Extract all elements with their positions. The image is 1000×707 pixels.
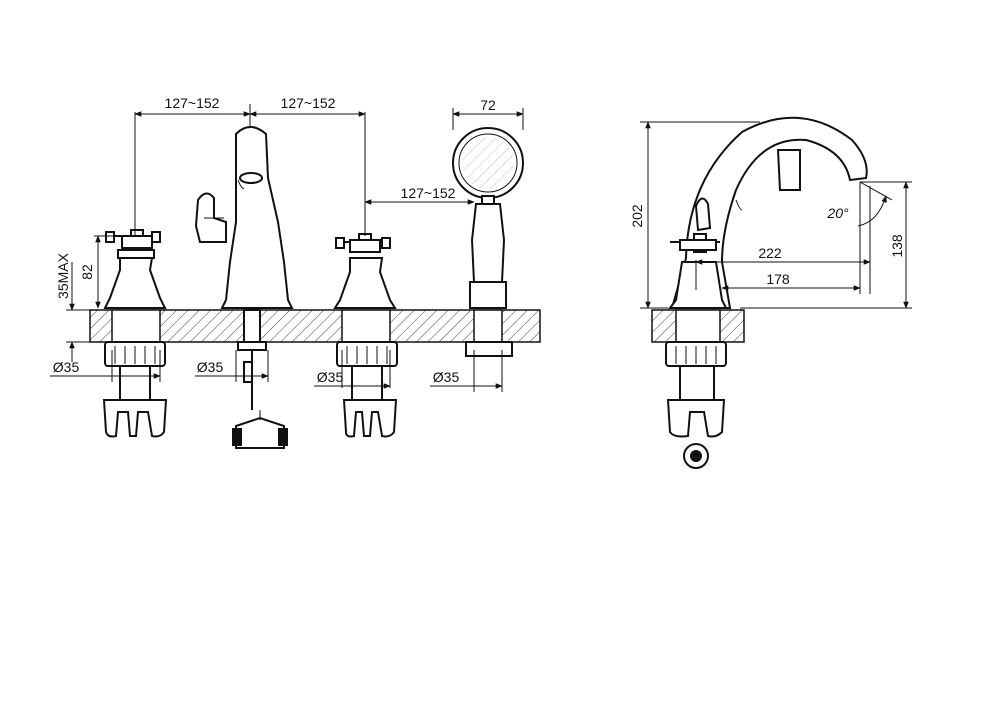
dim-handset-width: 72 <box>480 97 496 113</box>
front-dimensions: 127~152 127~152 127~152 72 82 35MAX <box>50 95 524 392</box>
dim-reach-178: 178 <box>766 271 790 287</box>
dim-left-spacing: 127~152 <box>165 95 220 111</box>
dim-angle: 20° <box>826 205 849 221</box>
dim-outlet-height: 138 <box>889 234 905 258</box>
side-dimensions: 202 138 222 178 20° <box>629 121 912 309</box>
dim-right-spacing: 127~152 <box>281 95 336 111</box>
left-valve <box>102 229 168 438</box>
hand-shower <box>452 127 524 357</box>
dim-total-height: 202 <box>629 204 645 228</box>
right-valve <box>333 233 398 438</box>
dim-reach-222: 222 <box>758 245 782 261</box>
deck-section <box>89 309 541 343</box>
dim-hole-1: Ø35 <box>53 359 80 375</box>
front-view: 127~152 127~152 127~152 72 82 35MAX <box>50 95 541 449</box>
side-view: 202 138 222 178 20° <box>629 116 912 469</box>
dim-hole-3: Ø35 <box>317 369 344 385</box>
dim-hole-2: Ø35 <box>197 359 224 375</box>
dim-hole-4: Ø35 <box>433 369 460 385</box>
center-spout <box>194 126 294 449</box>
dim-shower-spacing: 127~152 <box>401 185 456 201</box>
dim-deck-thickness: 35MAX <box>55 252 71 299</box>
dim-handle-height: 82 <box>79 264 95 280</box>
